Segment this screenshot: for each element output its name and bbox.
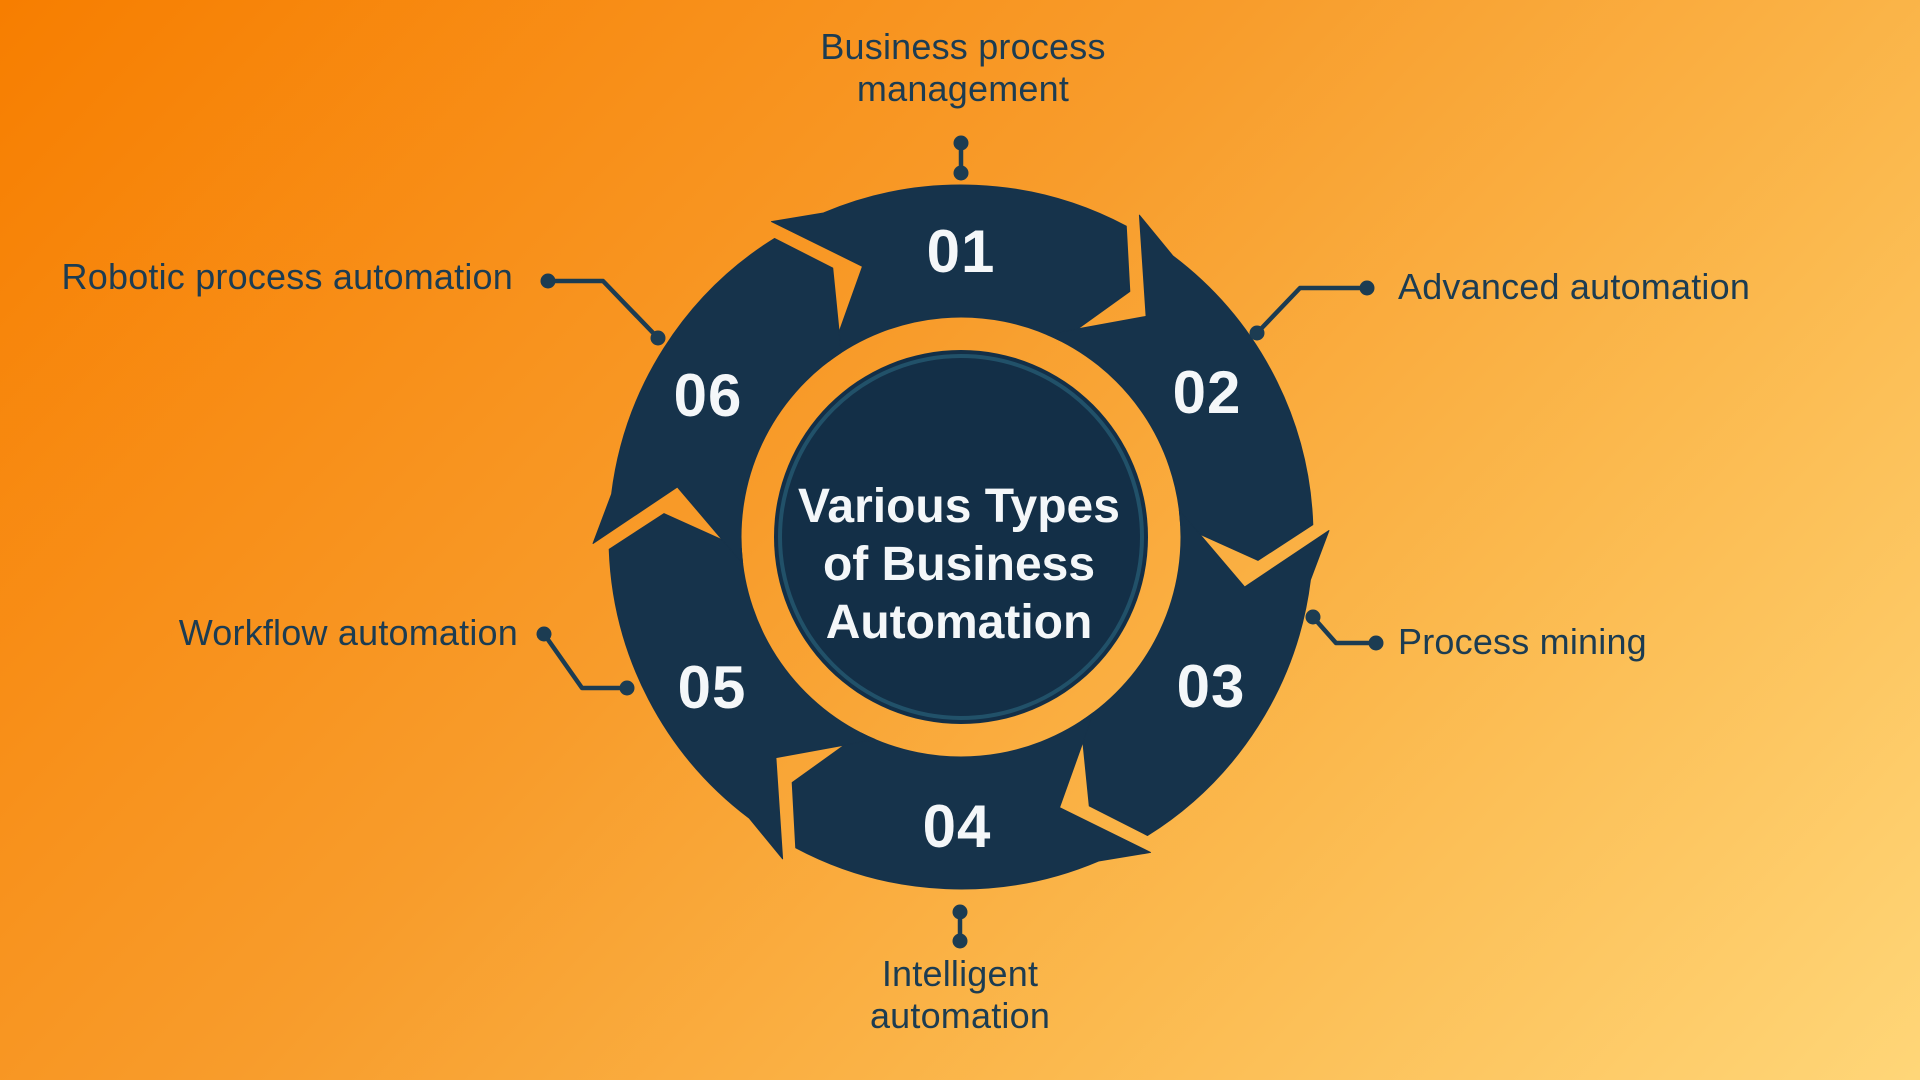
connector-business-process-management-dot-1 <box>953 135 969 151</box>
connector-process-mining <box>1310 614 1379 646</box>
connector-intelligent-automation-dot-1 <box>952 904 968 920</box>
connector-business-process-management-dot-2 <box>953 165 969 181</box>
segment-number-01: 01 <box>926 218 996 285</box>
label-advanced-automation: Advanced automation <box>1398 266 1751 307</box>
label-intelligent-automation: Intelligent automation <box>869 953 1051 1036</box>
label-business-process-management: Business process management <box>820 26 1106 109</box>
connector-workflow-automation-dot-1 <box>619 680 635 696</box>
connector-advanced-automation-dot-1 <box>1249 325 1265 341</box>
title-line-1: Various Types <box>798 480 1120 533</box>
title-line-3: Automation <box>825 596 1093 649</box>
wheel-segment-04 <box>791 712 1152 890</box>
connector-workflow-automation-dot-2 <box>536 626 552 642</box>
segment-number-06: 06 <box>673 362 743 429</box>
connector-robotic-process-automation-dot-2 <box>540 273 556 289</box>
wheel-segment-06 <box>592 237 842 565</box>
segment-number-04: 04 <box>922 793 992 860</box>
connector-robotic-process-automation <box>545 278 661 341</box>
segment-number-03: 03 <box>1176 653 1246 720</box>
wheel-segment-02 <box>1046 214 1314 561</box>
segment-number-02: 02 <box>1172 359 1242 426</box>
segment-number-05: 05 <box>677 654 747 721</box>
label-process-mining: Process mining <box>1398 621 1647 662</box>
connector-process-mining-dot-2 <box>1368 635 1384 651</box>
connector-advanced-automation <box>1254 285 1370 336</box>
wheel-segment-01 <box>770 184 1131 362</box>
connector-advanced-automation-dot-2 <box>1359 280 1375 296</box>
title-line-2: of Business <box>822 538 1096 591</box>
connector-workflow-automation <box>541 631 630 691</box>
wheel-segment-03 <box>1080 509 1330 837</box>
wheel-center-circle <box>774 350 1148 724</box>
wheel-segment-05 <box>608 513 876 860</box>
wheel-center-ring <box>778 354 1144 720</box>
label-robotic-process-automation: Robotic process automation <box>61 256 513 297</box>
label-workflow-automation: Workflow automation <box>178 612 518 653</box>
connector-intelligent-automation-dot-2 <box>952 933 968 949</box>
connector-robotic-process-automation-dot-1 <box>650 330 666 346</box>
wheel-center-title: Various Types of Business Automation <box>719 472 1199 658</box>
connector-process-mining-dot-1 <box>1305 609 1321 625</box>
